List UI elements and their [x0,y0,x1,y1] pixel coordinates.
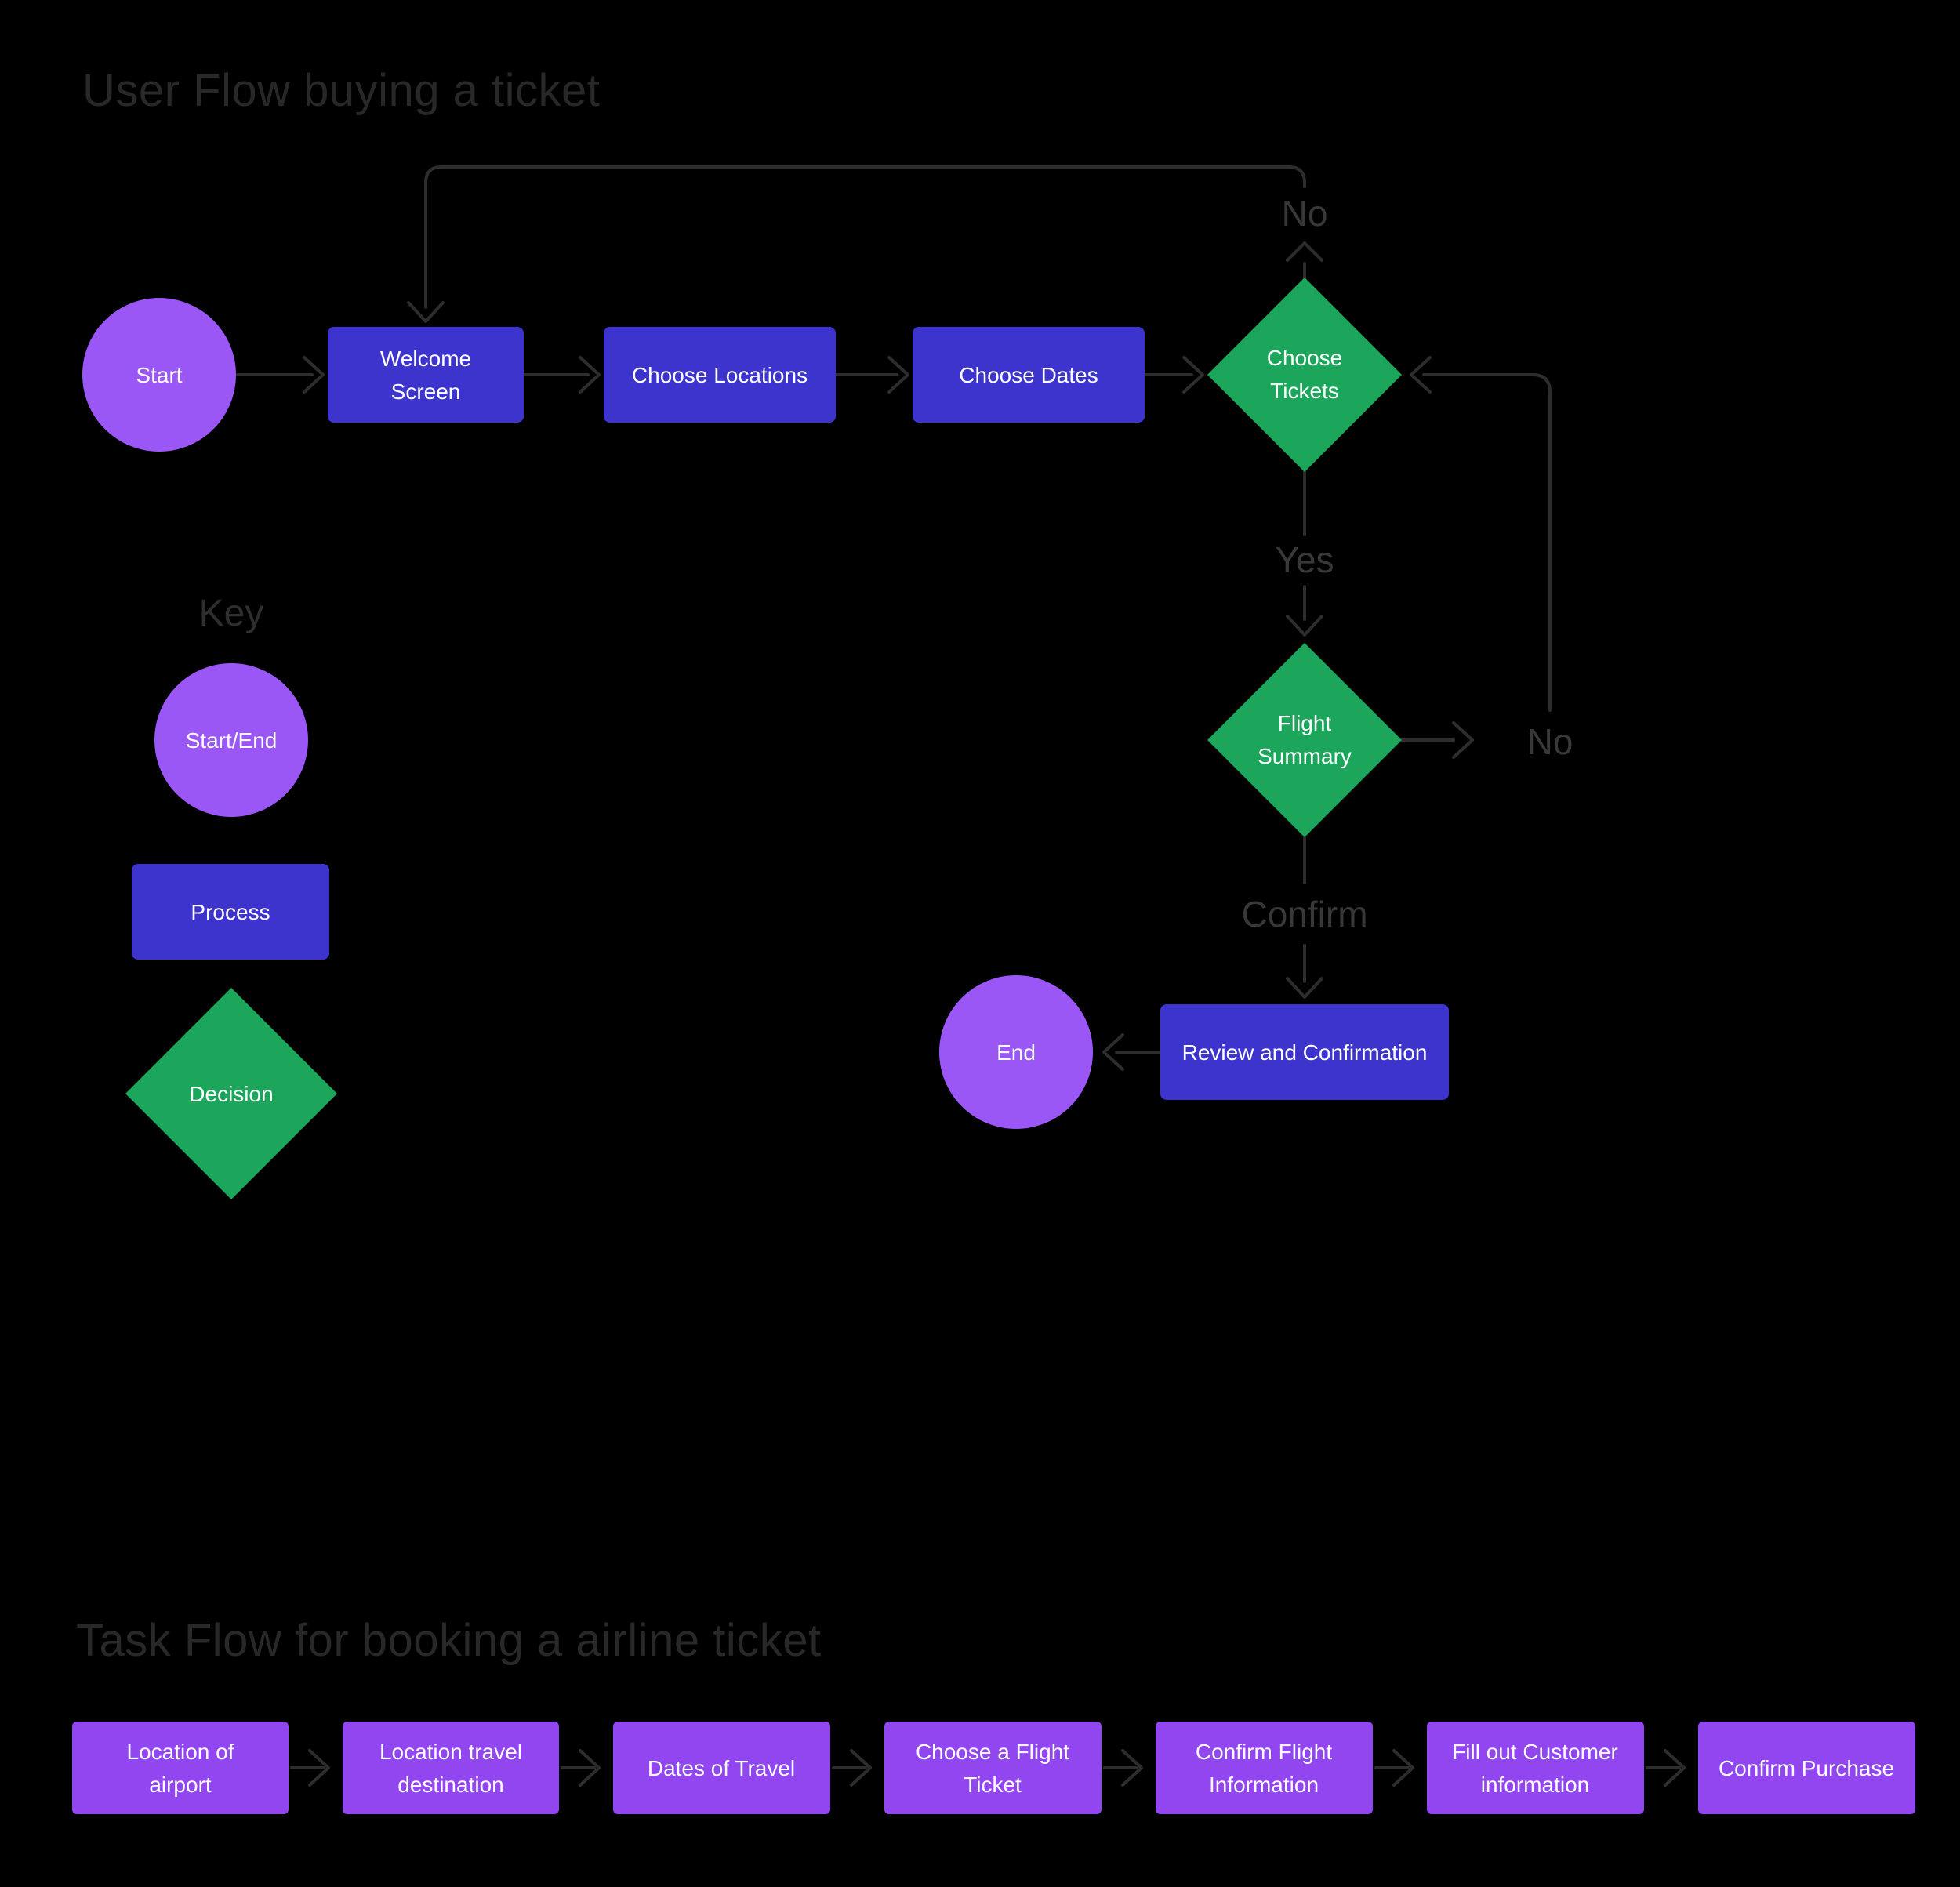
node-choose-locations-label: Choose Locations [632,363,808,387]
task-edge-2-3 [561,1749,601,1787]
edge-label-no-top: No [1282,193,1328,234]
edge-confirm-to-review [1286,836,1323,999]
node-review-confirmation-label: Review and Confirmation [1182,1040,1428,1065]
arrowhead-right-icon [1392,1749,1414,1787]
key-heading: Key [199,593,264,634]
arrowhead-left-icon [1410,356,1432,394]
node-welcome-screen-label-line1: Welcome [380,347,471,371]
task-step-2-label-line2: destination [397,1773,503,1797]
node-review-confirmation-shape[interactable] [1160,1004,1449,1100]
edge-line [1422,373,1552,712]
node-end-label: End [996,1040,1036,1065]
task-step-3-shape[interactable] [613,1722,830,1814]
arrowhead-left-icon [1102,1033,1124,1071]
task-step-5-label-line1: Confirm Flight [1196,1740,1332,1764]
arrowhead-right-icon [579,356,601,394]
user-flow-title: User Flow buying a ticket [82,65,600,116]
node-flight-summary-shape[interactable] [1207,643,1402,837]
key-process-label: Process [191,900,270,924]
node-choose-tickets-shape[interactable] [1207,278,1402,472]
edge-start-to-welcome [236,356,325,394]
task-step-4-label-line1: Choose a Flight [916,1740,1069,1764]
arrowhead-right-icon [887,356,909,394]
edge-label-no-right: No [1527,721,1573,762]
arrowhead-down-icon [407,301,445,323]
node-choose-tickets-label-line1: Choose [1267,346,1343,370]
task-step-1-label-line1: Location of [127,1740,234,1764]
task-step-1-label-line2: airport [149,1773,212,1797]
node-flight-summary-label-line1: Flight [1278,711,1332,735]
task-step-7-shape[interactable] [1698,1722,1915,1814]
edge-welcome-to-locations [522,356,601,394]
node-choose-tickets-label-line2: Tickets [1270,379,1339,403]
arrowhead-right-icon [1182,356,1204,394]
arrowhead-up-icon [1286,241,1323,262]
edge-dates-to-choose-tickets [1143,356,1204,394]
arrowhead-right-icon [850,1749,872,1787]
node-flight-summary-label-line2: Summary [1258,744,1352,768]
edge-label-yes: Yes [1275,539,1334,580]
key-start-end-label: Start/End [186,728,278,753]
task-step-4-label-line2: Ticket [964,1773,1022,1797]
task-step-5-shape[interactable] [1156,1722,1373,1814]
task-flow-title: Task Flow for booking a airline ticket [76,1615,822,1666]
edge-line [424,165,1306,309]
node-choose-dates-shape[interactable] [913,327,1145,423]
task-edge-4-5 [1103,1749,1143,1787]
key-decision-shape[interactable] [125,988,337,1199]
key-process-shape[interactable] [132,864,329,960]
task-step-1-shape[interactable] [72,1722,289,1814]
task-step-6-shape[interactable] [1427,1722,1644,1814]
node-welcome-screen-shape[interactable] [328,327,524,423]
task-step-5-label-line2: Information [1209,1773,1319,1797]
arrowhead-right-icon [1452,721,1474,759]
arrowhead-right-icon [308,1749,330,1787]
arrowhead-down-icon [1286,615,1323,637]
key-decision-label: Decision [189,1082,273,1106]
edge-yes-to-flight-summary [1286,470,1323,637]
arrowhead-down-icon [1286,977,1323,999]
task-edge-3-4 [832,1749,872,1787]
arrowhead-right-icon [1121,1749,1143,1787]
arrowhead-right-icon [579,1749,601,1787]
task-edge-1-2 [290,1749,330,1787]
task-step-7-label-line1: Confirm Purchase [1719,1756,1894,1780]
task-step-4-shape[interactable] [884,1722,1102,1814]
node-start-label: Start [136,363,182,387]
node-start-shape[interactable] [82,298,236,452]
edge-review-to-end [1102,1033,1162,1071]
task-step-2-shape[interactable] [343,1722,559,1814]
arrowhead-right-icon [1664,1749,1686,1787]
node-choose-locations-shape[interactable] [604,327,836,423]
edge-locations-to-dates [834,356,909,394]
task-step-6-label-line2: information [1481,1773,1590,1797]
task-step-6-label-line1: Fill out Customer [1452,1740,1618,1764]
task-edge-6-7 [1646,1749,1686,1787]
edge-label-confirm: Confirm [1241,894,1367,934]
node-end-shape[interactable] [939,975,1093,1129]
task-step-3-label-line1: Dates of Travel [648,1756,795,1780]
edge-no-loop-to-choose-tickets [1400,356,1552,759]
task-step-2-label-line1: Location travel [379,1740,522,1764]
node-welcome-screen-label-line2: Screen [391,379,461,404]
edge-no-loop-to-welcome [407,165,1323,323]
task-edge-5-6 [1374,1749,1414,1787]
node-choose-dates-label: Choose Dates [959,363,1098,387]
key-start-end-shape[interactable] [154,663,308,817]
arrowhead-right-icon [303,356,325,394]
